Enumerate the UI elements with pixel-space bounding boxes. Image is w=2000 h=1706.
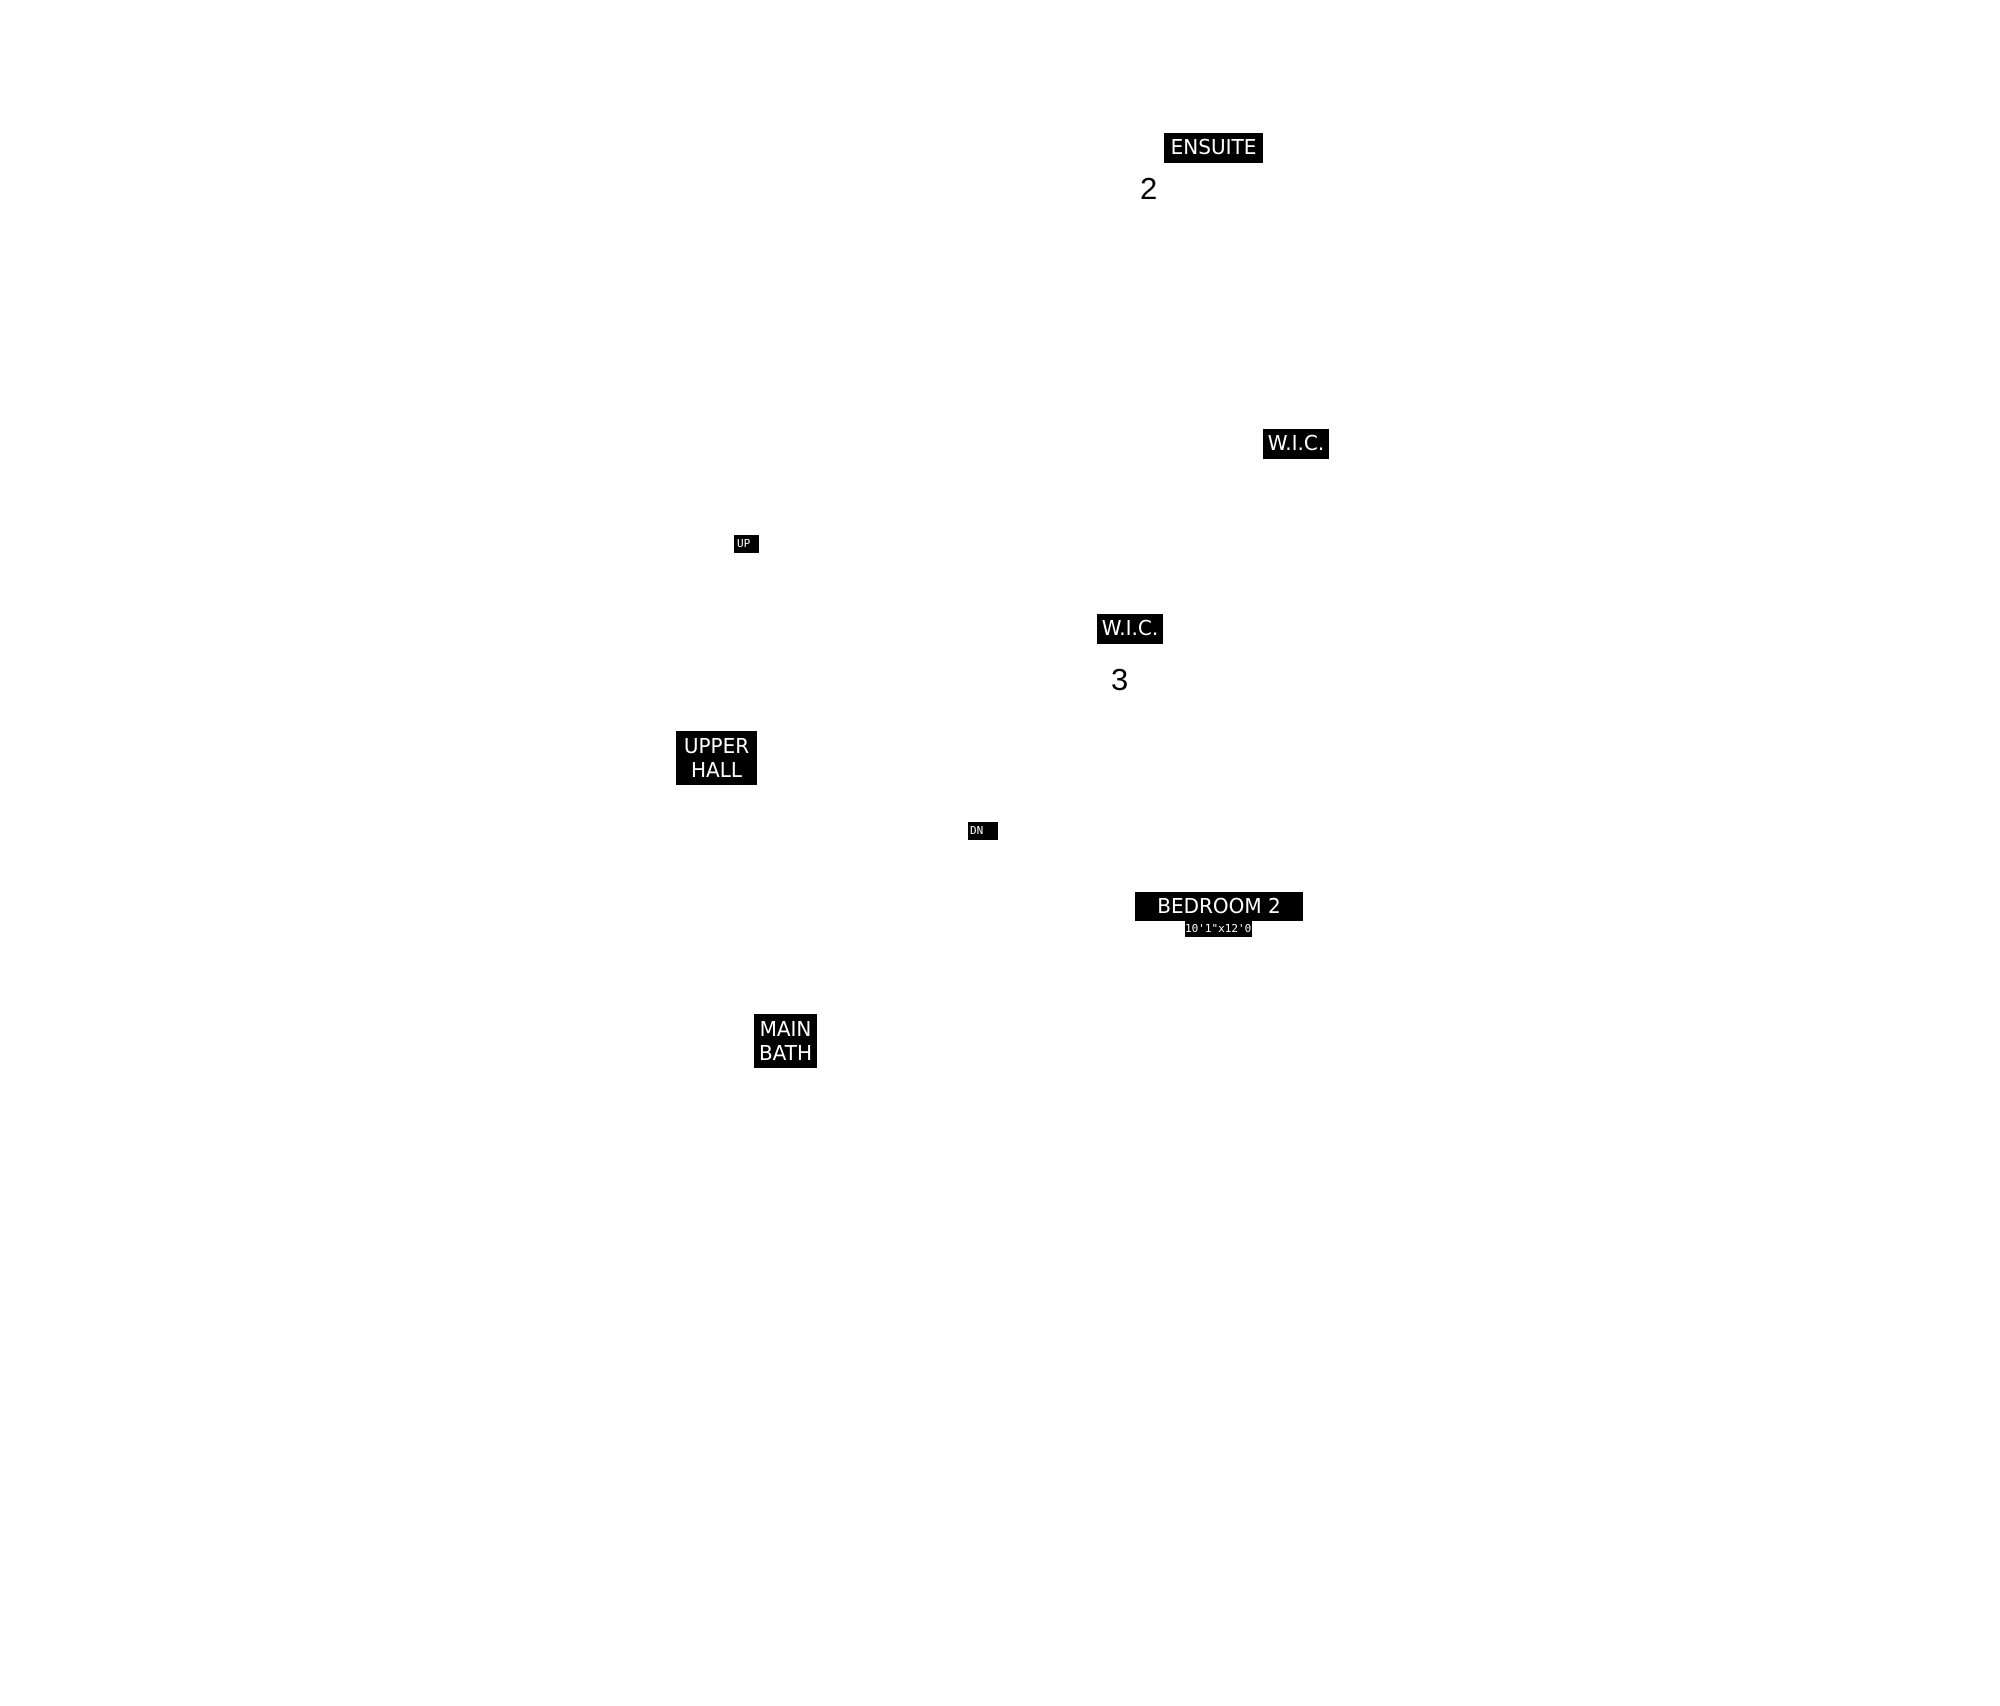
- room-dimensions-bedroom-2: 10'1"x12'0": [1185, 920, 1258, 937]
- room-number-2: 2: [1140, 171, 1158, 206]
- room-label-bedroom-2: BEDROOM 2: [1135, 892, 1303, 921]
- room-number-3: 3: [1111, 662, 1129, 697]
- room-label-ensuite: ENSUITE: [1164, 133, 1263, 163]
- stair-label-down: DN: [968, 822, 998, 840]
- upper-hall-line-1: UPPER: [683, 734, 750, 758]
- room-label-wic-upper: W.I.C.: [1263, 429, 1329, 459]
- stair-label-up: UP: [734, 535, 759, 553]
- main-bath-line-2: BATH: [758, 1041, 813, 1065]
- room-label-wic-lower: W.I.C.: [1097, 614, 1163, 644]
- upper-hall-line-2: HALL: [690, 758, 742, 782]
- room-label-main-bath: MAIN BATH: [754, 1014, 817, 1068]
- main-bath-line-1: MAIN: [759, 1017, 812, 1041]
- room-label-upper-hall: UPPER HALL: [676, 731, 757, 785]
